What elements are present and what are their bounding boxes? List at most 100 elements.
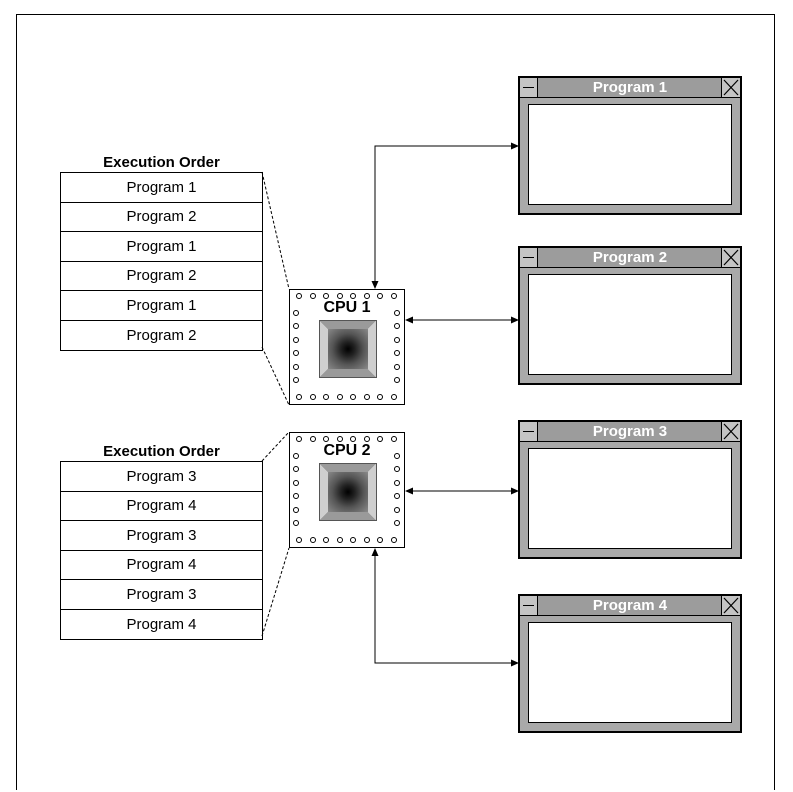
cpu-pin <box>377 394 383 400</box>
cpu-pin <box>394 336 400 343</box>
cpu-pin <box>394 493 400 499</box>
cpu-pin <box>336 394 343 400</box>
cpu-pin <box>390 293 397 299</box>
program-window-3: Program 3 <box>518 420 742 559</box>
window-title-bar[interactable]: Program 2 <box>520 248 740 268</box>
cpu-pin <box>377 537 383 543</box>
queue-2-item: Program 3 <box>61 580 262 610</box>
window-title: Program 4 <box>592 597 668 614</box>
close-icon[interactable] <box>721 248 740 267</box>
program-window-1: Program 1 <box>518 76 742 215</box>
cpu-pin <box>323 436 329 442</box>
window-content[interactable] <box>528 448 732 549</box>
minimize-icon[interactable] <box>520 78 538 97</box>
cpu-pin <box>390 394 397 400</box>
cpu-pin <box>350 394 356 400</box>
queue-2-item: Program 4 <box>61 551 262 580</box>
window-title: Program 2 <box>592 249 668 266</box>
cpu-pin <box>293 479 299 486</box>
queue-2-item: Program 4 <box>126 615 197 633</box>
cpu-pin <box>336 537 343 543</box>
queue-2-item: Program 3 <box>61 462 262 492</box>
queue-1-item: Program 1 <box>61 232 262 262</box>
window-title: Program 1 <box>592 79 668 96</box>
window-title: Program 3 <box>592 423 668 440</box>
cpu-pin <box>293 350 299 356</box>
cpu-pin <box>363 436 370 442</box>
cpu-pin <box>394 479 400 486</box>
cpu-1: CPU 1 <box>289 289 405 405</box>
cpu-pin <box>363 537 370 543</box>
cpu-pin <box>296 436 302 442</box>
cpu-2-label: CPU 2 <box>323 442 371 459</box>
cpu-pin <box>293 377 299 383</box>
cpu-pin <box>293 466 299 472</box>
window-content[interactable] <box>528 274 732 375</box>
cpu-pin <box>309 293 316 299</box>
cpu-pin <box>363 394 370 400</box>
cpu-pin <box>293 336 299 343</box>
cpu-pin <box>350 537 356 543</box>
queue-2-title: Execution Order <box>103 443 220 460</box>
cpu-pin <box>309 537 316 543</box>
queue-1-table: Program 1 Program 2 Program 1 Program 2 … <box>60 172 263 351</box>
close-icon[interactable] <box>721 596 740 615</box>
cpu-pin <box>363 293 370 299</box>
queue-1-item: Program 2 <box>61 203 262 232</box>
window-title-bar[interactable]: Program 3 <box>520 422 740 442</box>
cpu-pin <box>377 293 383 299</box>
program-window-4: Program 4 <box>518 594 742 733</box>
cpu-pin <box>390 537 397 543</box>
diagram-frame <box>16 14 775 790</box>
close-icon[interactable] <box>721 78 740 97</box>
queue-1-item: Program 2 <box>61 262 262 291</box>
cpu-pin <box>394 350 400 356</box>
minimize-icon[interactable] <box>520 596 538 615</box>
cpu-pin <box>323 537 329 543</box>
cpu-pin <box>309 436 316 442</box>
close-icon[interactable] <box>721 422 740 441</box>
minimize-icon[interactable] <box>520 248 538 267</box>
cpu-pin <box>309 394 316 400</box>
cpu-pin <box>394 466 400 472</box>
cpu-pin <box>293 493 299 499</box>
cpu-pin <box>394 520 400 526</box>
queue-2-table: Program 3 Program 4 Program 3 Program 4 … <box>60 461 263 640</box>
window-title-bar[interactable]: Program 1 <box>520 78 740 98</box>
cpu-pin <box>293 506 299 513</box>
queue-1-title: Execution Order <box>103 154 220 171</box>
cpu-pin <box>390 436 397 442</box>
cpu-pin <box>350 436 356 442</box>
cpu-pin <box>296 293 302 299</box>
program-window-2: Program 2 <box>518 246 742 385</box>
cpu-pin <box>293 520 299 526</box>
cpu-pin <box>336 436 343 442</box>
cpu-pin <box>394 452 400 459</box>
cpu-pin <box>394 323 400 329</box>
cpu-pin <box>323 394 329 400</box>
cpu-pin <box>394 506 400 513</box>
cpu-1-label: CPU 1 <box>323 299 371 316</box>
cpu-pin <box>296 537 302 543</box>
cpu-pin <box>336 293 343 299</box>
window-content[interactable] <box>528 104 732 205</box>
cpu-pin <box>323 293 329 299</box>
minimize-icon[interactable] <box>520 422 538 441</box>
cpu-pin <box>296 394 302 400</box>
queue-2-item: Program 4 <box>61 492 262 521</box>
queue-1-item: Program 1 <box>61 291 262 321</box>
cpu-chip-icon <box>319 463 377 521</box>
cpu-pin <box>394 309 400 316</box>
cpu-2: CPU 2 <box>289 432 405 548</box>
queue-1-item: Program 2 <box>126 326 197 344</box>
window-title-bar[interactable]: Program 4 <box>520 596 740 616</box>
cpu-chip-icon <box>319 320 377 378</box>
cpu-pin <box>293 323 299 329</box>
queue-2-item: Program 3 <box>61 521 262 551</box>
cpu-pin <box>394 363 400 370</box>
cpu-pin <box>394 377 400 383</box>
cpu-pin <box>293 363 299 370</box>
cpu-pin <box>293 452 299 459</box>
window-content[interactable] <box>528 622 732 723</box>
cpu-pin <box>350 293 356 299</box>
